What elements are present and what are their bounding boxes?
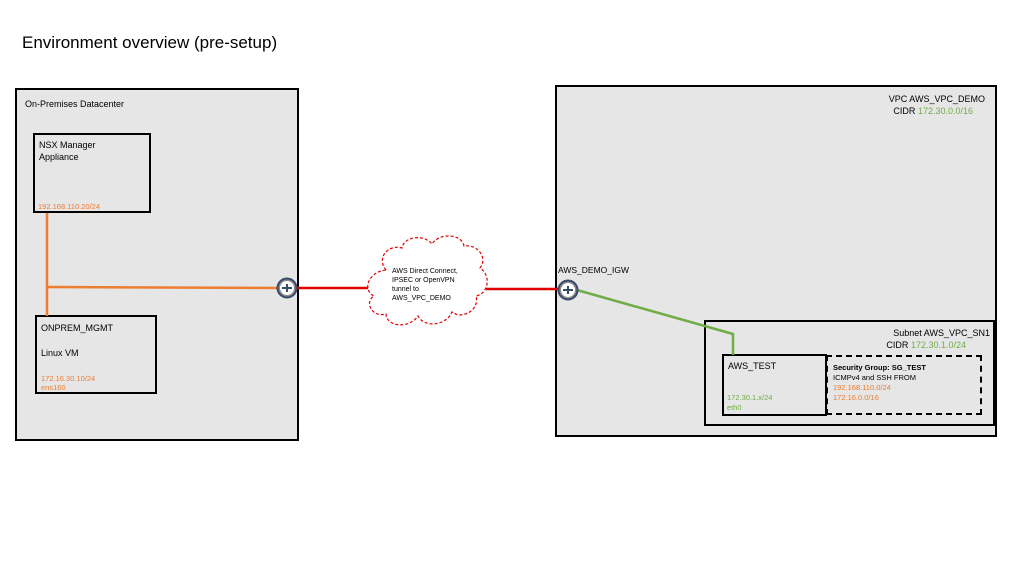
- sg-src1: 192.168.110.0/24: [833, 383, 891, 392]
- nsx-ip: 192.168.110.20/24: [38, 202, 101, 211]
- sg-rule: ICMPv4 and SSH FROM: [833, 373, 916, 382]
- onprem-mgmt-node: ONPREM_MGMT Linux VM 172.16.30.10/24 ens…: [35, 315, 157, 394]
- onprem-router-icon: [276, 277, 298, 299]
- vpc-cidr: 172.30.0.0/16: [917, 106, 973, 116]
- mgmt-desc: Linux VM: [41, 348, 79, 358]
- nsx-name-line1: NSX Manager: [39, 140, 96, 150]
- aws-test-node: AWS_TEST 172.30.1.x/24 eth0: [722, 354, 827, 416]
- nsx-manager-node: NSX Manager Appliance 192.168.110.20/24: [33, 133, 151, 213]
- subnet-cidr: 172.30.1.0/24: [910, 340, 966, 350]
- tunnel-cloud-shape: [367, 235, 488, 326]
- onprem-region-title: On-Premises Datacenter: [25, 99, 125, 109]
- vpc-wire: [576, 288, 735, 355]
- cloud-line3: tunnel to: [392, 286, 419, 293]
- cloud-line2: IPSEC or OpenVPN: [392, 277, 455, 284]
- cloud-line1: AWS Direct Connect,: [392, 268, 458, 275]
- igw-label: AWS_DEMO_IGW: [558, 265, 629, 275]
- onprem-wire-horizontal: [46, 285, 279, 290]
- cloud-line4: AWS_VPC_DEMO: [392, 295, 451, 302]
- subnet-cidr-line: CIDR 172.30.1.0/24: [886, 340, 966, 351]
- security-group-box: Security Group: SG_TEST ICMPv4 and SSH F…: [826, 355, 982, 415]
- vpc-title: VPC AWS_VPC_DEMO: [888, 94, 985, 104]
- vpc-cidr-line: CIDR 172.30.0.0/16: [893, 106, 973, 117]
- instance-ip: 172.30.1.x/24: [727, 393, 773, 402]
- subnet-title: Subnet AWS_VPC_SN1: [893, 328, 990, 338]
- igw-router-icon: [557, 279, 579, 301]
- mgmt-iface: ens160: [41, 383, 66, 392]
- sg-title: Security Group: SG_TEST: [833, 363, 926, 372]
- nsx-name-line2: Appliance: [39, 152, 79, 162]
- sg-src2: 172.16.0.0/16: [833, 393, 879, 402]
- subnet-cidr-label: CIDR: [886, 340, 909, 350]
- instance-name: AWS_TEST: [728, 361, 777, 371]
- mgmt-ip: 172.16.30.10/24: [41, 374, 96, 383]
- mgmt-name: ONPREM_MGMT: [41, 323, 113, 333]
- vpc-cidr-label: CIDR: [893, 106, 916, 116]
- instance-iface: eth0: [727, 403, 742, 412]
- page-title: Environment overview (pre-setup): [22, 33, 278, 52]
